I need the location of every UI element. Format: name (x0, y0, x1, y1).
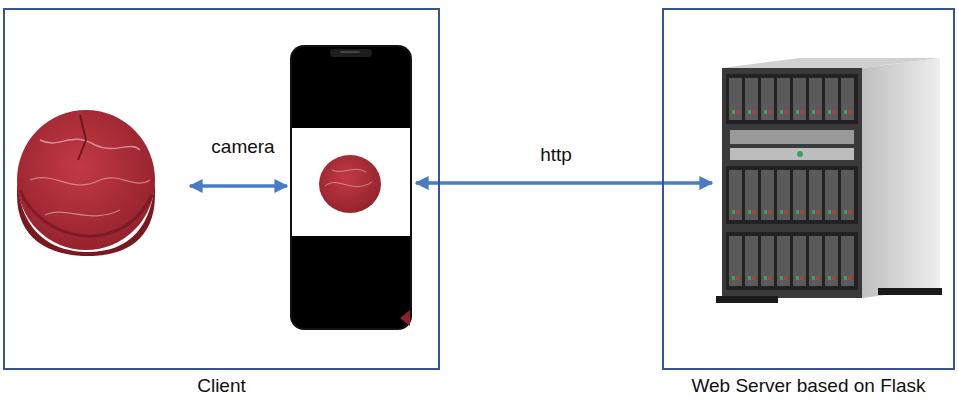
drive-led (812, 276, 815, 280)
drive-led (832, 276, 835, 280)
drive-slot (777, 78, 790, 120)
drive-led (848, 110, 851, 114)
drive-led (816, 276, 819, 280)
drive-led (816, 210, 819, 214)
drive-led (780, 276, 783, 280)
drive-led (796, 210, 799, 214)
group-heading: Web Server based on Flask (691, 375, 925, 398)
drive-slot (777, 236, 790, 286)
drive-led (748, 210, 751, 214)
drive-led (828, 210, 831, 214)
drive-slot (841, 236, 854, 286)
arrow-label: camera (211, 136, 274, 159)
drive-led (816, 110, 819, 114)
drive-led (768, 276, 771, 280)
drive-slot (825, 236, 838, 286)
drive-led (828, 110, 831, 114)
drive-led (764, 210, 767, 214)
drive-led (732, 110, 735, 114)
drive-led (768, 110, 771, 114)
drive-led (832, 210, 835, 214)
drive-led (736, 110, 739, 114)
group-heading: Client (197, 375, 246, 398)
drive-led (812, 110, 815, 114)
group-box: Client (3, 8, 440, 370)
drive-led (800, 210, 803, 214)
drive-led (800, 110, 803, 114)
drive-slot (809, 236, 822, 286)
drive-slot (761, 170, 774, 220)
drive-led (784, 276, 787, 280)
drive-slot (745, 170, 758, 220)
group-box: Web Server based on Flask (662, 8, 955, 370)
drive-led (844, 210, 847, 214)
double-arrow (416, 181, 712, 185)
drive-slot (745, 78, 758, 120)
drive-led (780, 210, 783, 214)
drive-led (736, 276, 739, 280)
drive-led (748, 276, 751, 280)
drive-led (812, 210, 815, 214)
drive-slot (729, 236, 742, 286)
phone-picture (290, 45, 412, 330)
steak-picture (17, 110, 155, 256)
drive-slot (745, 236, 758, 286)
drive-led (796, 110, 799, 114)
drive-led (784, 210, 787, 214)
drive-slot (761, 78, 774, 120)
drive-led (844, 276, 847, 280)
drive-led (832, 110, 835, 114)
drive-led (784, 110, 787, 114)
drive-slot (777, 170, 790, 220)
drive-led (752, 276, 755, 280)
drive-led (732, 210, 735, 214)
drive-slot (761, 236, 774, 286)
drive-led (768, 210, 771, 214)
drive-slot (825, 78, 838, 120)
drive-led (752, 210, 755, 214)
drive-led (752, 110, 755, 114)
drive-led (748, 110, 751, 114)
drive-slot (793, 236, 806, 286)
drive-slot (729, 170, 742, 220)
arrow-label: http (540, 144, 572, 167)
drive-slot (793, 170, 806, 220)
drive-led (848, 276, 851, 280)
drive-slot (809, 78, 822, 120)
drive-led (732, 276, 735, 280)
drive-slot (729, 78, 742, 120)
drive-led (800, 276, 803, 280)
drive-slot (793, 78, 806, 120)
drive-led (764, 110, 767, 114)
drive-led (848, 210, 851, 214)
drive-led (796, 276, 799, 280)
drive-led (780, 110, 783, 114)
drive-slot (825, 170, 838, 220)
drive-slot (841, 170, 854, 220)
drive-led (764, 276, 767, 280)
drive-led (828, 276, 831, 280)
double-arrow (190, 184, 287, 188)
drive-slot (809, 170, 822, 220)
drive-slot (841, 78, 854, 120)
server-picture (716, 58, 942, 303)
drive-led (844, 110, 847, 114)
drive-led (736, 210, 739, 214)
